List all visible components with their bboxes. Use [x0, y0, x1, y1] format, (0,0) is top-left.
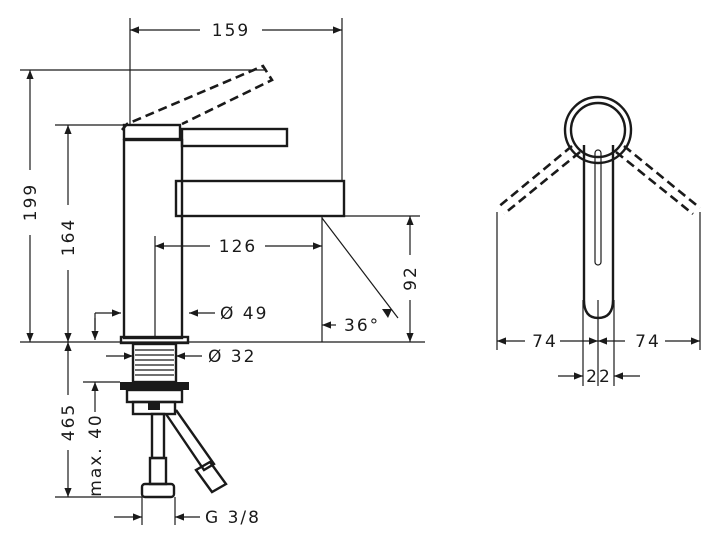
dim-reach: 126	[219, 237, 257, 257]
dim-swing-left: 74	[532, 332, 558, 352]
dim-swing-right: 74	[635, 332, 661, 352]
dim-shank-diameter: Ø 32	[208, 347, 256, 367]
faucet-side-view	[119, 64, 346, 499]
dim-height-body: 164	[59, 218, 79, 256]
dim-height-total: 199	[21, 183, 41, 221]
dim-angle: 36°	[344, 316, 380, 336]
dim-hose-length: 465	[59, 403, 79, 441]
faucet-front-view	[496, 95, 701, 386]
dim-handle-width: 22	[586, 367, 612, 387]
dim-connection: G 3/8	[205, 508, 261, 528]
thread-lines	[135, 349, 174, 376]
dim-spout-height: 92	[401, 265, 421, 291]
dimension-lines	[20, 18, 425, 525]
dim-body-diameter: Ø 49	[220, 304, 268, 324]
dim-max-thickness: max. 40	[86, 413, 106, 496]
dim-width-total: 159	[212, 21, 250, 41]
